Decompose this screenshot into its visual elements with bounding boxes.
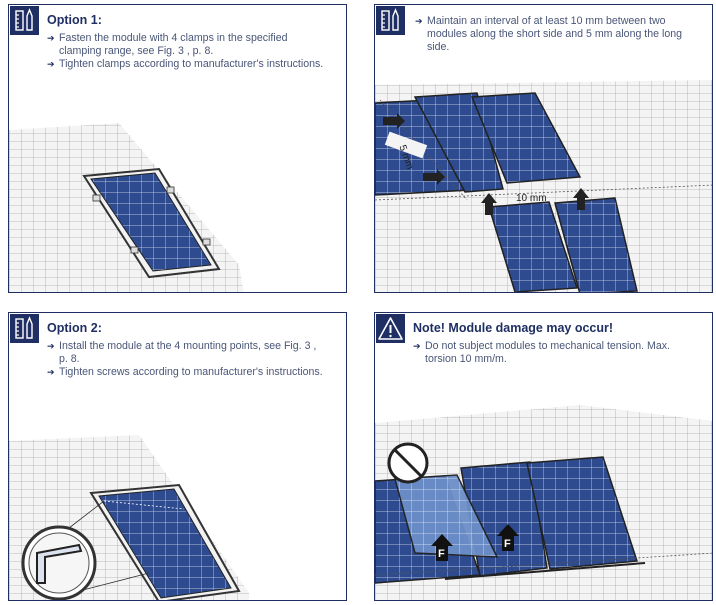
clamp [93,195,100,201]
clamp [167,187,174,193]
clamp-mounting-illustration [9,5,347,293]
instruction-panel-spacing: Maintain an interval of at least 10 mm b… [374,4,713,293]
torsion-warning-illustration: F F [375,313,713,601]
module-spacing-illustration: 5 mm 10 mm [375,5,713,293]
dim-10mm-label: 10 mm [516,193,547,204]
clamp [131,247,138,253]
force-label: F [504,538,511,550]
instruction-panel-option-1: Option 1: Fasten the module with 4 clamp… [8,4,347,293]
force-label: F [438,548,445,560]
instruction-panel-warning: Note! Module damage may occur! Do not su… [374,312,713,601]
mounting-points-illustration [9,313,347,601]
instruction-panel-option-2: Option 2: Install the module at the 4 mo… [8,312,347,601]
clamp [203,239,210,245]
